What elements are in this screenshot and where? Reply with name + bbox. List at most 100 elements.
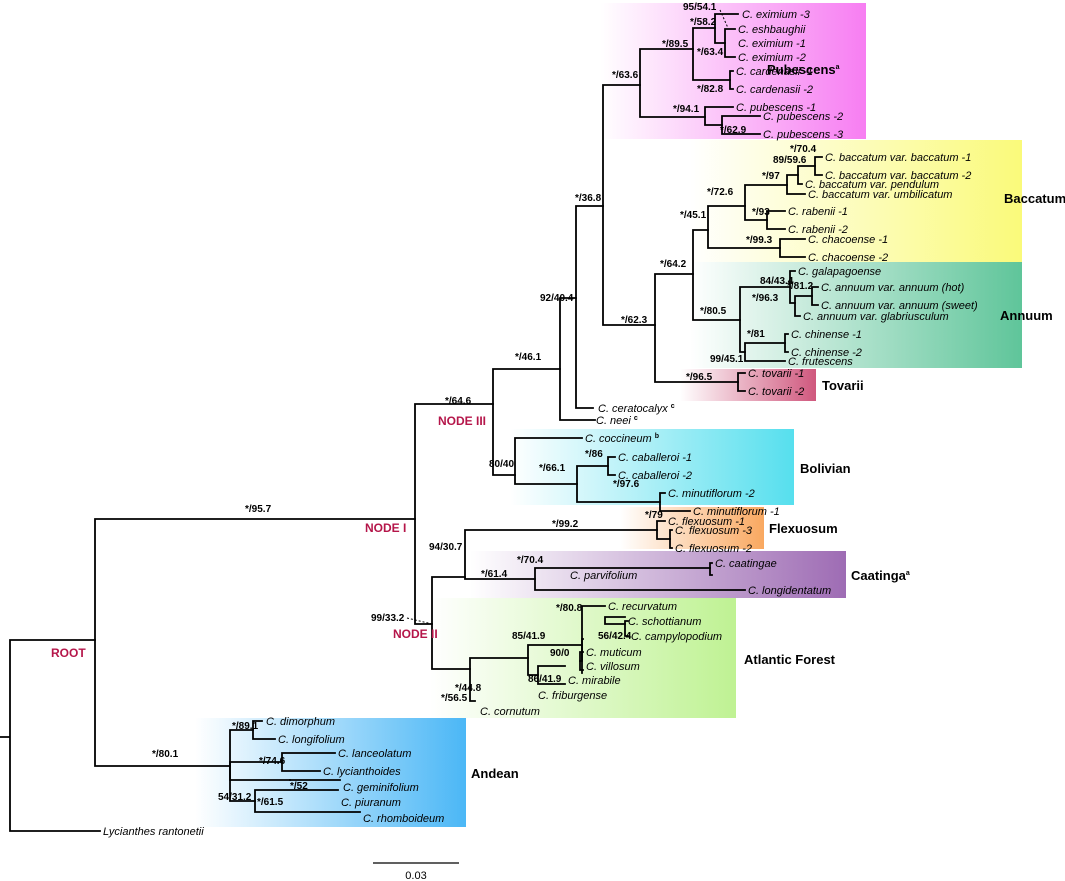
support-value: */97: [762, 171, 780, 182]
taxon-label: C. mirabile: [568, 675, 621, 687]
support-value: */81.2: [787, 281, 814, 292]
taxon-label: C. lanceolatum: [338, 748, 411, 760]
taxon-label: C. eximium -1: [738, 38, 806, 50]
clade-name-bolivian: Bolivian: [800, 461, 851, 476]
taxon-label: C. caballeroi -1: [618, 452, 692, 464]
taxon-label: C. chacoense -2: [808, 252, 888, 264]
taxon-label: C. flexuosum -3: [675, 525, 753, 537]
support-value: */89.1: [232, 721, 259, 732]
support-value: */62.3: [621, 315, 648, 326]
clade-name-flexuosum: Flexuosum: [769, 521, 838, 536]
support-value: */58.2: [690, 17, 717, 28]
taxon-label: C. villosum: [586, 661, 640, 673]
taxon-label: C. ceratocalyx c: [598, 403, 675, 415]
support-value: */80.5: [700, 306, 727, 317]
clade-name-annuum: Annuum: [1000, 308, 1053, 323]
scale-bar: 0.03: [373, 862, 459, 881]
taxon-label: C. schottianum: [628, 616, 701, 628]
node-label-node1: NODE I: [365, 521, 406, 535]
clade-name-andean: Andean: [471, 766, 519, 781]
support-value: */64.6: [445, 396, 472, 407]
taxon-label: C. chinense -1: [791, 329, 862, 341]
support-value: */82.8: [697, 84, 724, 95]
support-value: */96.3: [752, 293, 779, 304]
support-value: */63.6: [612, 70, 639, 81]
taxon-label: C. pubescens -2: [763, 111, 843, 123]
support-value: */70.4: [790, 144, 817, 155]
taxon-label: C. frutescens: [788, 356, 853, 368]
clade-names: Pubescensa Baccatum Annuum Tovarii Boliv…: [471, 62, 1065, 781]
clade-box-bolivian: [510, 429, 794, 505]
taxon-label: C. pubescens -1: [736, 102, 816, 114]
taxon-label: C. muticum: [586, 647, 642, 659]
support-value: */44.8: [455, 683, 482, 694]
taxon-label: C. friburgense: [538, 690, 607, 702]
taxon-label: C. geminifolium: [343, 782, 419, 794]
clade-box-tovarii: [680, 369, 816, 401]
support-value: */52: [290, 781, 308, 792]
support-value: 86/41.9: [528, 674, 562, 685]
support-value: */97.6: [613, 479, 640, 490]
node-label-root: ROOT: [51, 646, 86, 660]
taxon-label: C. lycianthoides: [323, 766, 401, 778]
clade-name-atlantic: Atlantic Forest: [744, 652, 836, 667]
support-value: 80/40: [489, 459, 514, 470]
node-label-node3: NODE III: [438, 414, 486, 428]
node2-leader-line: [406, 617, 433, 625]
support-value: */74.6: [259, 756, 286, 767]
taxon-label: C. neei c: [596, 415, 638, 427]
support-value: */66.1: [539, 463, 566, 474]
taxon-label: Lycianthes rantonetii: [103, 826, 204, 838]
support-value: */61.4: [481, 569, 508, 580]
taxon-label: C. campylopodium: [631, 631, 722, 643]
support-value: */99.2: [552, 519, 579, 530]
taxon-label: C. eximium -2: [738, 52, 806, 64]
tree-branches: [0, 13, 823, 832]
taxon-label: C. galapagoense: [798, 266, 881, 278]
taxon-label: C. flexuosum -2: [675, 543, 752, 555]
eximium-leader-line: [719, 9, 729, 29]
taxon-label: C. longifolium: [278, 734, 345, 746]
taxon-label: C. flexuosum -1: [668, 516, 745, 528]
support-value: */96.5: [686, 372, 713, 383]
taxon-label: C. baccatum var. pendulum: [805, 179, 939, 191]
support-value: 89/59.6: [773, 155, 807, 166]
support-value: */45.1: [680, 210, 707, 221]
clade-name-tovarii: Tovarii: [822, 378, 864, 393]
support-value: */46.1: [515, 352, 542, 363]
taxon-label: C. baccatum var. baccatum -1: [825, 152, 971, 164]
support-value: 95/54.1: [683, 2, 717, 13]
taxon-label: C. baccatum var. umbilicatum: [808, 189, 952, 201]
support-value: */93: [752, 207, 770, 218]
support-value: */63.4: [697, 47, 724, 58]
support-value: */79: [645, 510, 663, 521]
taxon-label: C. rabenii -2: [788, 224, 848, 236]
support-value: */94.1: [673, 104, 700, 115]
taxon-label: C. recurvatum: [608, 601, 677, 613]
taxon-labels: C. eximium -3 C. eshbaughii C. eximium -…: [103, 9, 978, 838]
support-value: 56/42.4: [598, 631, 632, 642]
support-value: */64.2: [660, 259, 687, 270]
taxon-label: C. parvifolium: [570, 570, 637, 582]
taxon-label: C. rhomboideum: [363, 813, 444, 825]
taxon-label: C. tovarii -2: [748, 386, 804, 398]
taxon-label: C. chacoense -1: [808, 234, 888, 246]
support-value: */99.3: [746, 235, 773, 246]
support-value: */80.8: [556, 603, 583, 614]
support-value: 99/33.2: [371, 613, 405, 624]
support-value: 85/41.9: [512, 631, 546, 642]
support-value: 99/45.1: [710, 354, 744, 365]
taxon-label: C. longidentatum: [748, 585, 831, 597]
support-value: 84/43.4: [760, 276, 794, 287]
clade-name-caatinga: Caatingaa: [851, 568, 910, 583]
taxon-label: C. tovarii -1: [748, 368, 804, 380]
taxon-label: C. minutiflorum -2: [668, 488, 755, 500]
taxon-label: C. dimorphum: [266, 716, 335, 728]
taxon-label: C. coccineum b: [585, 433, 659, 445]
taxon-label: C. pubescens -3: [763, 129, 844, 141]
support-value: 94/30.7: [429, 542, 463, 553]
taxon-label: C. baccatum var. baccatum -2: [825, 170, 971, 182]
taxon-label: C. cardenasii -1: [736, 66, 813, 78]
support-value: 92/40.4: [540, 293, 574, 304]
